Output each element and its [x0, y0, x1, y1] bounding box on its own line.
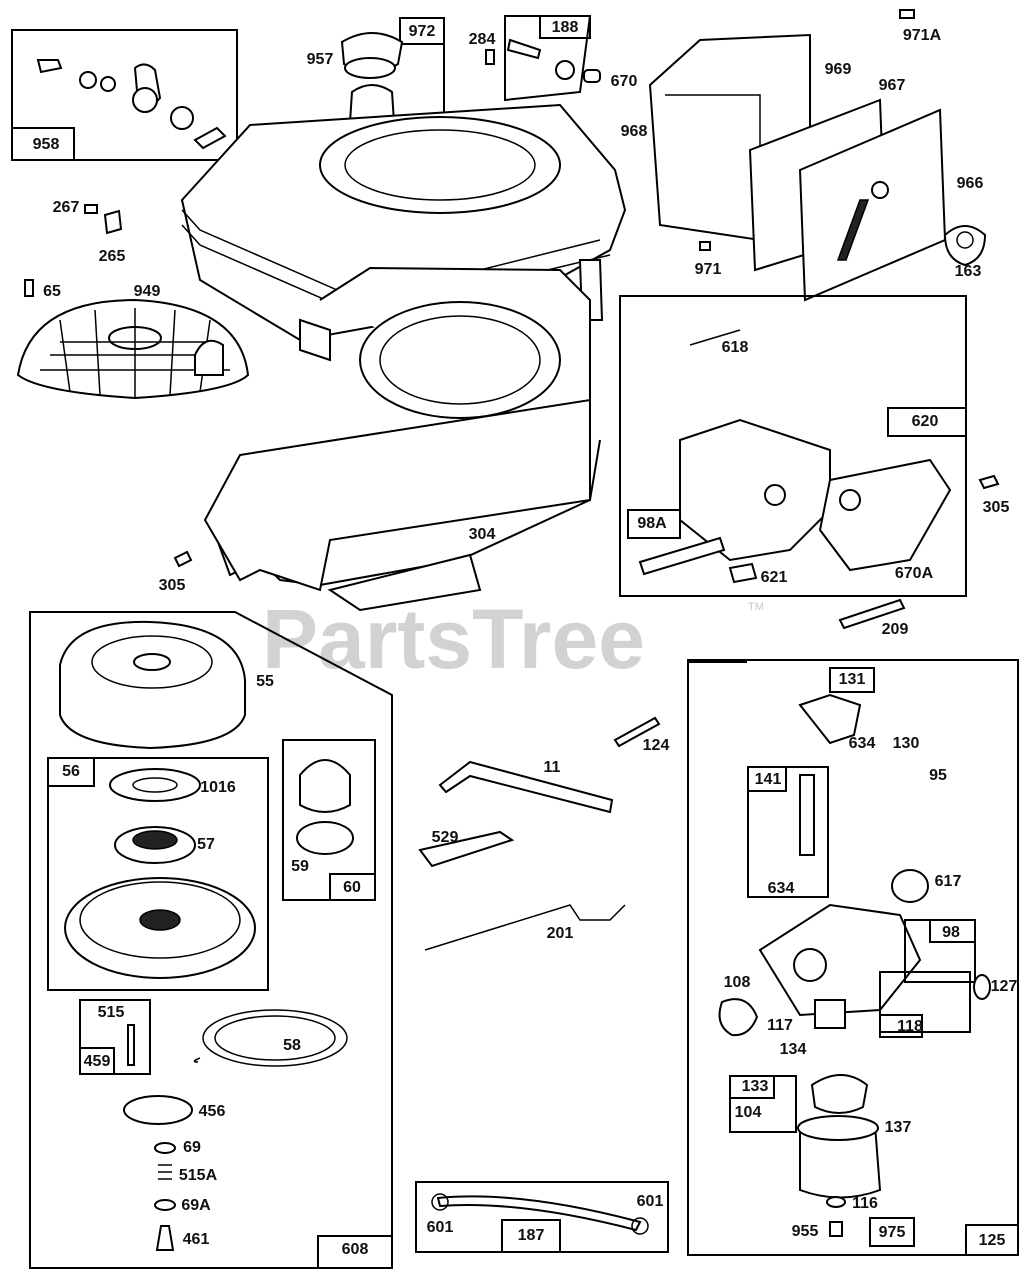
air-cleaner	[648, 9, 987, 302]
label-304: 304	[469, 526, 496, 543]
label-618: 618	[722, 339, 749, 356]
link-529	[418, 830, 515, 868]
label-125: 125	[979, 1232, 1006, 1249]
label-634-top: 634	[849, 735, 876, 752]
label-955: 955	[792, 1223, 819, 1240]
watermark: PartsTree	[262, 592, 645, 686]
fuel-line-187	[415, 1181, 669, 1253]
label-163: 163	[955, 263, 982, 280]
label-957: 957	[307, 51, 334, 68]
label-617: 617	[935, 873, 962, 890]
label-608: 608	[342, 1241, 369, 1258]
link-201	[424, 904, 626, 951]
blower-housing-304	[203, 266, 601, 612]
kit-958	[11, 29, 238, 161]
label-305-left: 305	[159, 577, 186, 594]
label-971A: 971A	[903, 27, 942, 44]
part-labels: 958 972 957 284 188 670 971A 969 967 968…	[33, 19, 1018, 1258]
label-69A: 69A	[181, 1197, 211, 1214]
label-971: 971	[695, 261, 722, 278]
label-187: 187	[518, 1227, 545, 1244]
label-57: 57	[197, 836, 215, 853]
label-117: 117	[767, 1017, 793, 1034]
screw-305-left	[173, 550, 193, 568]
label-56: 56	[62, 763, 80, 780]
label-459: 459	[84, 1053, 111, 1070]
label-267: 267	[53, 199, 80, 216]
label-968: 968	[621, 123, 648, 140]
label-11: 11	[544, 759, 561, 776]
fuel-cap-group	[340, 17, 445, 176]
label-284: 284	[469, 31, 496, 48]
label-621: 621	[761, 569, 788, 586]
screw-65	[24, 279, 34, 297]
label-958: 958	[33, 136, 60, 153]
link-618	[689, 329, 741, 346]
label-188: 188	[552, 19, 579, 36]
screw-305-right	[978, 474, 1000, 490]
label-529: 529	[432, 829, 459, 846]
label-108: 108	[724, 974, 751, 991]
label-265: 265	[99, 248, 126, 265]
label-124: 124	[643, 737, 670, 754]
label-975: 975	[879, 1224, 906, 1241]
rewind-cover-949	[16, 298, 250, 400]
carburetor-assembly-125	[687, 659, 1019, 1256]
label-127: 127	[991, 978, 1018, 995]
label-55: 55	[256, 673, 274, 690]
label-969: 969	[825, 61, 852, 78]
label-634-bottom: 634	[768, 880, 795, 897]
label-209: 209	[882, 621, 909, 638]
screw-267	[84, 204, 98, 214]
label-670: 670	[611, 73, 638, 90]
label-601-left: 601	[427, 1219, 454, 1236]
label-1016: 1016	[200, 779, 236, 796]
label-966: 966	[957, 175, 984, 192]
label-133: 133	[742, 1078, 769, 1095]
starter-assembly-608	[29, 611, 393, 1269]
spring-209	[838, 598, 906, 630]
label-515A: 515A	[179, 1167, 218, 1184]
label-116: 116	[852, 1195, 878, 1212]
label-456: 456	[199, 1103, 226, 1120]
label-141: 141	[755, 771, 782, 788]
label-515: 515	[98, 1004, 125, 1021]
label-69: 69	[183, 1139, 201, 1156]
label-95: 95	[929, 767, 947, 784]
label-305-right: 305	[983, 499, 1010, 516]
label-131: 131	[839, 671, 866, 688]
label-98: 98	[942, 924, 960, 941]
label-972: 972	[409, 23, 436, 40]
bolt-124	[613, 716, 661, 748]
tool-11	[438, 760, 614, 814]
label-118: 118	[897, 1018, 923, 1035]
watermark-trademark: TM	[748, 601, 764, 613]
label-134: 134	[780, 1041, 807, 1058]
label-130: 130	[893, 735, 920, 752]
label-104: 104	[735, 1104, 762, 1121]
label-949: 949	[134, 283, 161, 300]
label-967: 967	[879, 77, 906, 94]
label-65: 65	[43, 283, 61, 300]
label-601-right: 601	[637, 1193, 664, 1210]
label-58: 58	[283, 1037, 301, 1054]
label-137: 137	[885, 1119, 912, 1136]
label-461: 461	[183, 1231, 210, 1248]
label-60: 60	[343, 879, 361, 896]
label-670A: 670A	[895, 565, 934, 582]
label-98A: 98A	[637, 515, 667, 532]
control-box-620	[619, 295, 967, 597]
label-201: 201	[547, 925, 574, 942]
label-620: 620	[912, 413, 939, 430]
bracket-265	[103, 209, 123, 235]
kit-188	[485, 15, 601, 102]
label-59: 59	[291, 858, 309, 875]
